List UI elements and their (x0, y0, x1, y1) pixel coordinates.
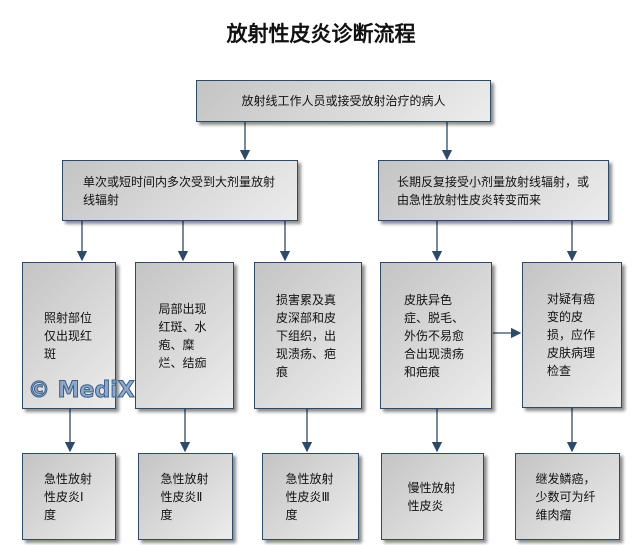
box-chronic-exposure: 长期反复接受小剂量放射线辐射，或由急性放射性皮炎转变而来 (378, 160, 609, 221)
diagram-title: 放射性皮炎诊断流程 (226, 22, 416, 46)
box-result-1: 急性放射性皮炎Ⅰ度 (22, 453, 116, 540)
box-result-4: 慢性放射性皮炎 (381, 453, 484, 540)
watermark-logo: © MediX (28, 378, 136, 404)
box-symptom-1: 照射部位仅出现红斑 (22, 262, 116, 409)
box-start: 放射线工作人员或接受放射治疗的病人 (196, 80, 491, 122)
box-result-2: 急性放射性皮炎Ⅱ度 (138, 453, 233, 540)
box-biopsy: 对疑有癌变的皮损，应作皮肤病理检查 (522, 262, 622, 408)
box-acute-exposure: 单次或短时间内多次受到大剂量放射线辐射 (62, 160, 298, 221)
box-symptom-3: 损害累及真皮深部和皮下组织，出现溃疡、疤痕 (254, 262, 362, 409)
box-result-3: 急性放射性皮炎Ⅲ度 (262, 453, 359, 540)
box-symptom-4: 皮肤异色症、脱毛、外伤不易愈合出现溃疡和疤痕 (380, 262, 492, 409)
box-result-5: 继发鳞癌，少数可为纤维肉瘤 (515, 453, 620, 540)
box-symptom-2: 局部出现红斑、水疱、糜烂、结痂 (135, 262, 234, 409)
